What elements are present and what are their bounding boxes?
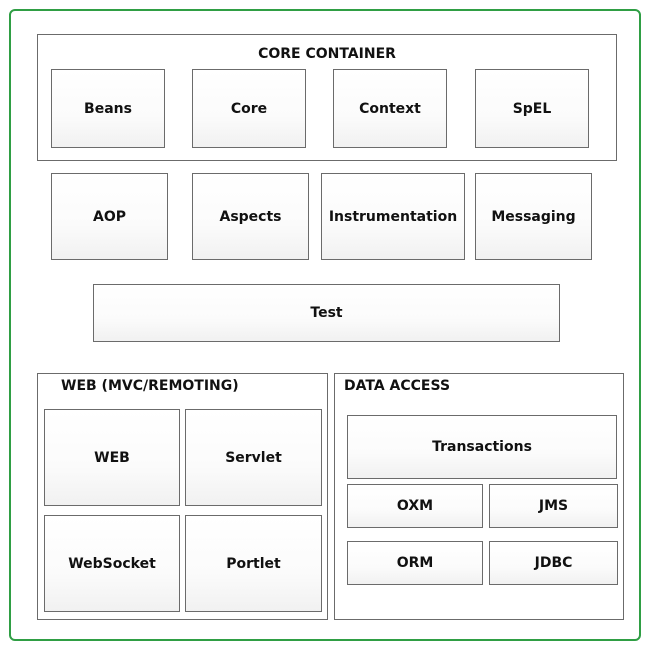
module-label: ORM	[396, 555, 434, 571]
module-beans: Beans	[51, 69, 165, 148]
module-label: OXM	[396, 498, 434, 514]
module-label: Servlet	[225, 449, 282, 466]
module-instrumentation: Instrumentation	[321, 173, 465, 260]
module-servlet: Servlet	[185, 409, 322, 506]
module-aspects: Aspects	[192, 173, 309, 260]
module-label: Context	[359, 100, 421, 117]
module-label: Aspects	[219, 208, 282, 225]
module-label: WEB	[94, 449, 130, 466]
module-jdbc: JDBC	[489, 541, 618, 585]
module-spel: SpEL	[475, 69, 589, 148]
module-web: WEB	[44, 409, 180, 506]
module-jms: JMS	[489, 484, 618, 528]
module-label: JMS	[538, 498, 569, 514]
module-oxm: OXM	[347, 484, 483, 528]
module-portlet: Portlet	[185, 515, 322, 612]
module-websocket: WebSocket	[44, 515, 180, 612]
module-label: Test	[310, 305, 343, 321]
module-label: Portlet	[226, 555, 281, 572]
module-transactions: Transactions	[347, 415, 617, 479]
module-label: WebSocket	[68, 555, 156, 572]
core-container-title: CORE CONTAINER	[258, 46, 396, 62]
module-test: Test	[93, 284, 560, 342]
module-label: Messaging	[491, 208, 576, 225]
module-messaging: Messaging	[475, 173, 592, 260]
module-label: Transactions	[432, 439, 532, 455]
module-label: Instrumentation	[328, 208, 458, 225]
module-label: SpEL	[512, 100, 552, 117]
module-aop: AOP	[51, 173, 168, 260]
data-access-title: DATA ACCESS	[344, 378, 451, 394]
web-group-title: WEB (MVC/REMOTING)	[61, 378, 239, 394]
module-label: AOP	[93, 208, 126, 225]
module-orm: ORM	[347, 541, 483, 585]
module-label: JDBC	[534, 555, 573, 571]
module-context: Context	[333, 69, 447, 148]
module-core: Core	[192, 69, 306, 148]
module-label: Beans	[84, 100, 132, 117]
module-label: Core	[230, 100, 268, 117]
